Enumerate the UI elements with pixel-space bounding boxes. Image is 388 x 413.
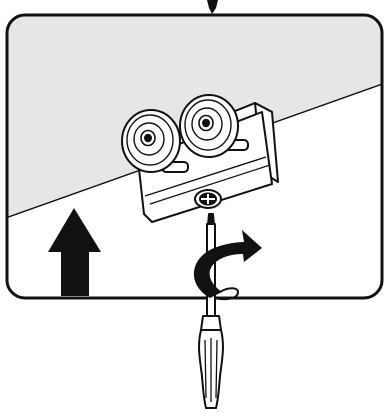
down-arrow-icon [207,0,218,14]
adjustment-screw [195,190,221,208]
right-roller-wheel [180,95,238,157]
left-roller-wheel [122,110,180,172]
